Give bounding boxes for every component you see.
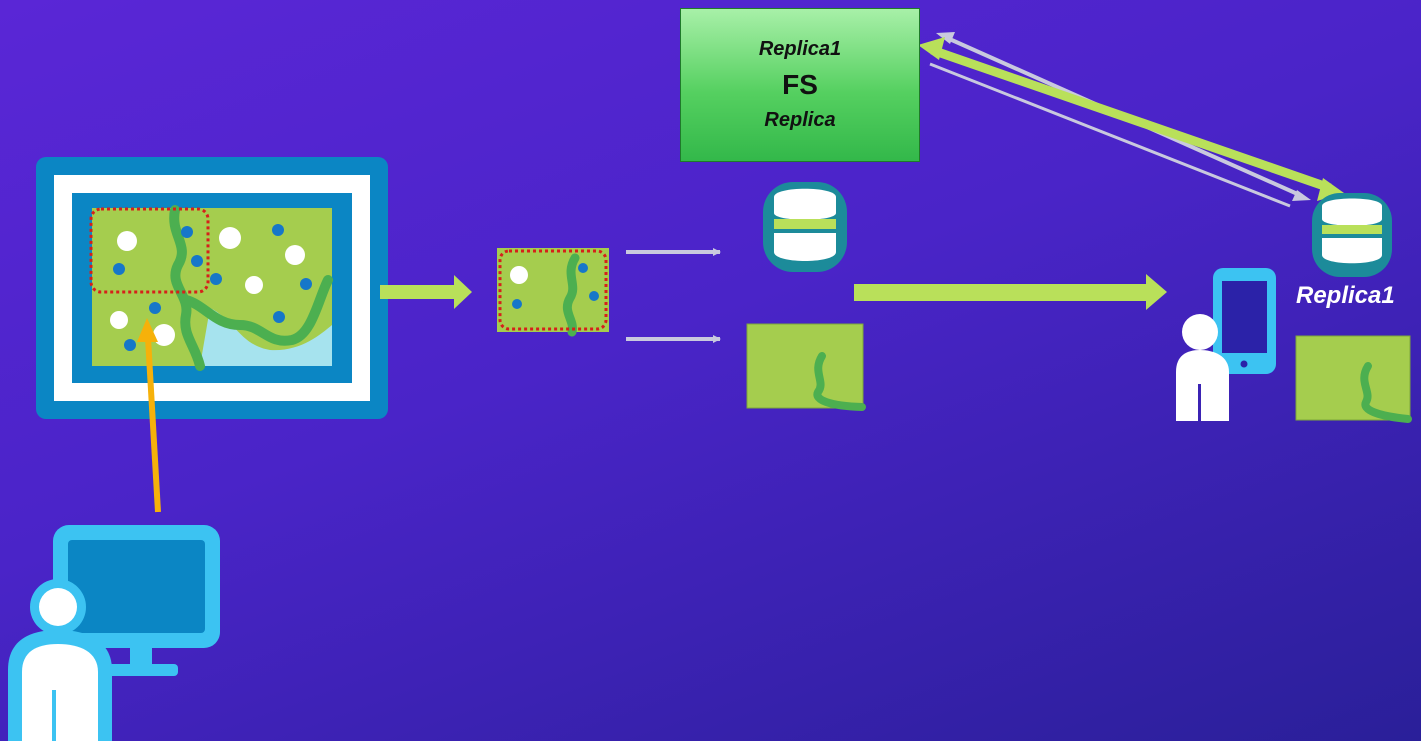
replica-name: Replica1 [758, 38, 842, 60]
map-point-blue [191, 255, 203, 267]
map-point-white [245, 276, 263, 294]
map-point-white [219, 227, 241, 249]
map-point-white [110, 311, 128, 329]
feature-service-replica-box: Replica1 FS Replica [680, 8, 920, 162]
map-point-blue [273, 311, 285, 323]
device-database-icon [1312, 193, 1392, 277]
orange-arrow [137, 318, 161, 513]
map-point-blue [113, 263, 125, 275]
mobile-user-icon [1176, 268, 1276, 421]
map-point-blue [210, 273, 222, 285]
database-icon [763, 182, 847, 272]
sync-arrows [918, 32, 1344, 208]
download-arrow [854, 274, 1167, 310]
device-tile-package-icon [1295, 335, 1412, 423]
map-point-blue [124, 339, 136, 351]
tile-package-icon [746, 323, 866, 411]
map-point-white [117, 231, 137, 251]
map-point-blue [272, 224, 284, 236]
replica-label: Replica [764, 109, 836, 131]
map-point-blue [300, 278, 312, 290]
device-replica-label: Replica1 [1296, 282, 1395, 309]
web-map-icon [36, 157, 388, 419]
green-arrow [380, 275, 472, 309]
map-point-blue [149, 302, 161, 314]
map-point-blue [181, 226, 193, 238]
desktop-user-icon [8, 525, 220, 741]
map-point-white [285, 245, 305, 265]
extract-map-icon [497, 248, 609, 337]
map-point-white [153, 324, 175, 346]
feature-service-label: FS [782, 69, 818, 100]
